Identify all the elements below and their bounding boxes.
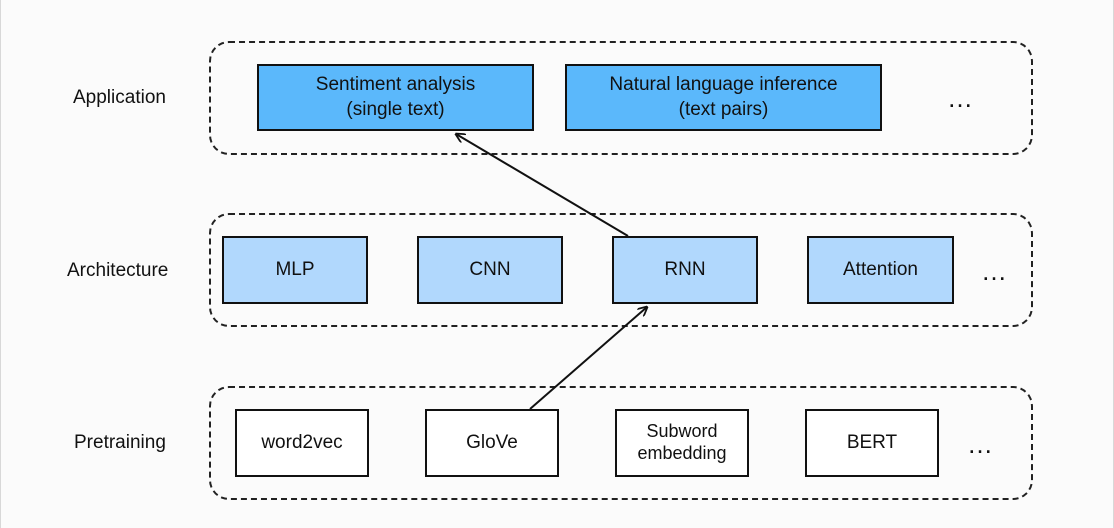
bert-label: BERT [846, 431, 898, 453]
rnn-box: RNN [612, 236, 758, 304]
natural-language-inference-box: Natural language inference (text pairs) [565, 64, 882, 131]
sentiment-analysis-box: Sentiment analysis (single text) [257, 64, 534, 131]
arrow-rnn-to-sentiment [456, 134, 629, 237]
mlp-box: MLP [222, 236, 368, 304]
application-ellipsis: … [947, 83, 976, 113]
arrow-glove-to-rnn [529, 307, 647, 410]
cnn-label: CNN [469, 258, 511, 280]
nli-line2: (text pairs) [678, 98, 769, 120]
subword-embedding-box: Subword embedding [615, 409, 749, 477]
sentiment-analysis-line2: (single text) [346, 98, 445, 120]
subword-embedding-line2: embedding [637, 443, 727, 463]
application-group [209, 41, 1033, 155]
layer-label-pretraining: Pretraining [74, 432, 166, 453]
nli-line1: Natural language inference [609, 73, 838, 95]
cnn-box: CNN [417, 236, 563, 304]
architecture-ellipsis: … [981, 256, 1010, 286]
word2vec-box: word2vec [235, 409, 369, 477]
subword-embedding-line1: Subword [646, 421, 718, 442]
layer-label-architecture: Architecture [67, 260, 169, 281]
architecture-group [209, 213, 1033, 327]
pretraining-ellipsis: … [967, 429, 996, 459]
bert-box: BERT [805, 409, 939, 477]
attention-box: Attention [807, 236, 954, 304]
sentiment-analysis-line1: Sentiment analysis [315, 73, 476, 95]
mlp-label: MLP [275, 258, 315, 280]
pretraining-group [209, 386, 1033, 500]
attention-label: Attention [843, 258, 918, 280]
layer-label-application: Application [73, 87, 166, 108]
glove-label: GloVe [466, 431, 518, 453]
rnn-label: RNN [664, 258, 706, 280]
word2vec-label: word2vec [261, 431, 343, 453]
left-border [0, 0, 1, 528]
glove-box: GloVe [425, 409, 559, 477]
